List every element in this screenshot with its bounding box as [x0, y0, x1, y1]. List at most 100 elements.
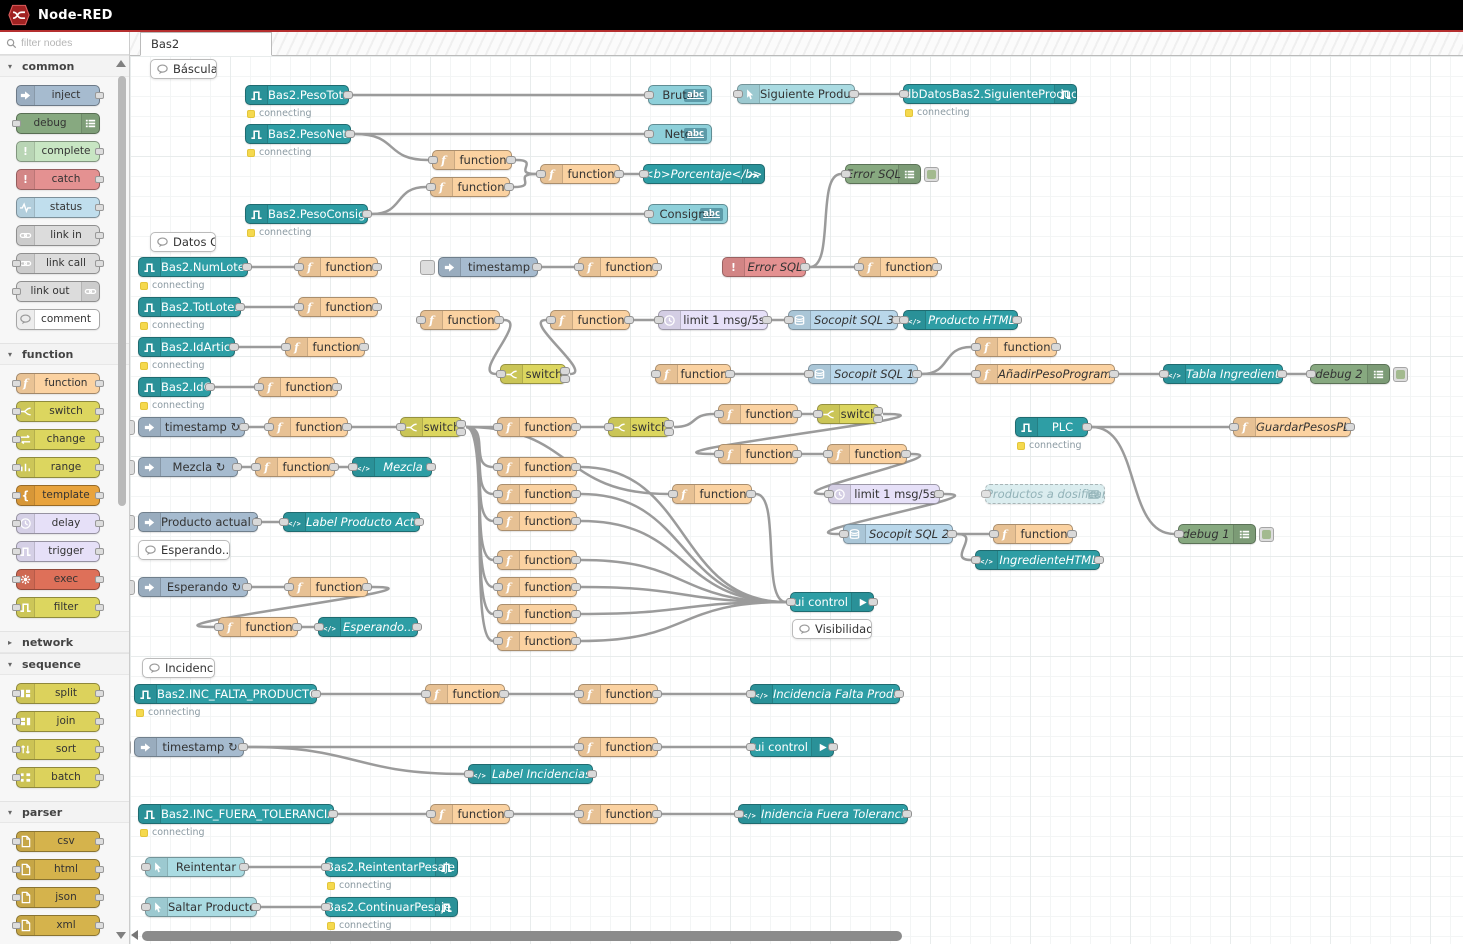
port-in[interactable] — [12, 690, 21, 697]
node-error-sql[interactable]: Error SQL — [841, 164, 939, 184]
port-in[interactable] — [12, 746, 21, 753]
port-in[interactable] — [12, 492, 21, 499]
port-out[interactable] — [232, 463, 242, 471]
port-out[interactable] — [239, 863, 249, 871]
inject-button[interactable] — [130, 740, 131, 755]
node-bas2-totlotes[interactable]: Bas2.TotLotes — [138, 297, 245, 317]
node-limit-1-msg-5s[interactable]: limit 1 msg/5s — [824, 484, 944, 504]
port-in[interactable] — [12, 464, 21, 471]
port-out[interactable] — [329, 463, 339, 471]
palette-search[interactable] — [0, 32, 129, 55]
node-siguiente-producto[interactable]: Siguiente Producto — [733, 84, 859, 104]
port-out[interactable] — [901, 450, 911, 458]
palette-node-link-out[interactable]: link out — [12, 281, 100, 302]
port-in[interactable] — [493, 423, 503, 431]
wire[interactable] — [580, 600, 787, 643]
port-in[interactable] — [12, 866, 21, 873]
port-out[interactable] — [362, 210, 372, 218]
port-out[interactable] — [571, 610, 581, 618]
node-mezcla[interactable]: Mezcla ↻ — [130, 457, 242, 477]
port-out[interactable] — [912, 370, 922, 378]
port-out[interactable] — [652, 743, 662, 751]
port-out-1[interactable] — [560, 367, 570, 375]
palette-scroll-up-arrow[interactable] — [116, 60, 126, 67]
palette-scrollbar[interactable] — [118, 58, 126, 928]
node-b-porcentaje-b[interactable]: <b>Porcentaje</b> — [639, 164, 765, 184]
node-bas2-numlotes[interactable]: Bas2.NumLotes — [138, 257, 252, 277]
wire[interactable] — [580, 519, 787, 604]
port-out[interactable] — [95, 380, 104, 387]
palette-node-split[interactable]: split — [12, 683, 104, 704]
port-out[interactable] — [725, 370, 735, 378]
port-out[interactable] — [252, 518, 262, 526]
port-in[interactable] — [899, 90, 909, 98]
port-in[interactable] — [493, 556, 503, 564]
tab-bas2[interactable]: Bas2 — [140, 32, 272, 56]
port-in[interactable] — [12, 838, 21, 845]
palette-node-inject[interactable]: inject — [16, 85, 104, 106]
port-out[interactable] — [95, 408, 104, 415]
port-in[interactable] — [668, 490, 678, 498]
port-out[interactable] — [571, 583, 581, 591]
node-bas2-pesoneto[interactable]: Bas2.PesoNeto — [245, 124, 355, 144]
palette-node-trigger[interactable]: trigger — [12, 541, 104, 562]
port-in[interactable] — [654, 316, 664, 324]
debug-toggle-button[interactable] — [924, 167, 939, 182]
port-out[interactable] — [894, 690, 904, 698]
port-in[interactable] — [464, 770, 474, 778]
port-in[interactable] — [12, 408, 21, 415]
port-in[interactable] — [639, 170, 649, 178]
port-out[interactable] — [95, 548, 104, 555]
port-in[interactable] — [1229, 423, 1239, 431]
palette-node-comment[interactable]: comment — [16, 309, 100, 330]
wire[interactable] — [826, 492, 957, 536]
node-bruto[interactable]: Bruto:abc — [644, 85, 712, 105]
port-out[interactable] — [242, 583, 252, 591]
port-in[interactable] — [841, 170, 851, 178]
palette-section-sequence[interactable]: ▾sequence — [0, 653, 129, 675]
node-producto-actual[interactable]: Producto actual ¹ — [130, 512, 262, 532]
wire[interactable] — [515, 158, 537, 176]
node-timestamp[interactable]: timestamp ↻ — [130, 417, 249, 437]
port-out[interactable] — [362, 583, 372, 591]
port-out[interactable] — [343, 91, 353, 99]
wire[interactable] — [513, 172, 537, 189]
port-in[interactable] — [314, 623, 324, 631]
port-in[interactable] — [348, 463, 358, 471]
port-in[interactable] — [416, 316, 426, 324]
wire[interactable] — [673, 412, 715, 429]
port-in[interactable] — [421, 690, 431, 698]
port-out[interactable] — [1082, 423, 1092, 431]
port-out[interactable] — [792, 410, 802, 418]
port-in[interactable] — [733, 90, 743, 98]
port-out[interactable] — [1345, 423, 1355, 431]
port-in[interactable] — [12, 380, 21, 387]
port-in[interactable] — [294, 263, 304, 271]
port-in[interactable] — [546, 316, 556, 324]
port-in[interactable] — [284, 583, 294, 591]
node-a-adirpesoprogramado[interactable]: fAñadirPesoProgramado — [971, 364, 1119, 384]
port-in[interactable] — [574, 690, 584, 698]
port-out[interactable] — [239, 423, 249, 431]
port-in[interactable] — [784, 316, 794, 324]
port-in[interactable] — [493, 610, 503, 618]
port-in[interactable] — [426, 810, 436, 818]
port-out[interactable] — [571, 490, 581, 498]
palette-node-json[interactable]: json — [12, 887, 104, 908]
port-out[interactable] — [328, 810, 338, 818]
